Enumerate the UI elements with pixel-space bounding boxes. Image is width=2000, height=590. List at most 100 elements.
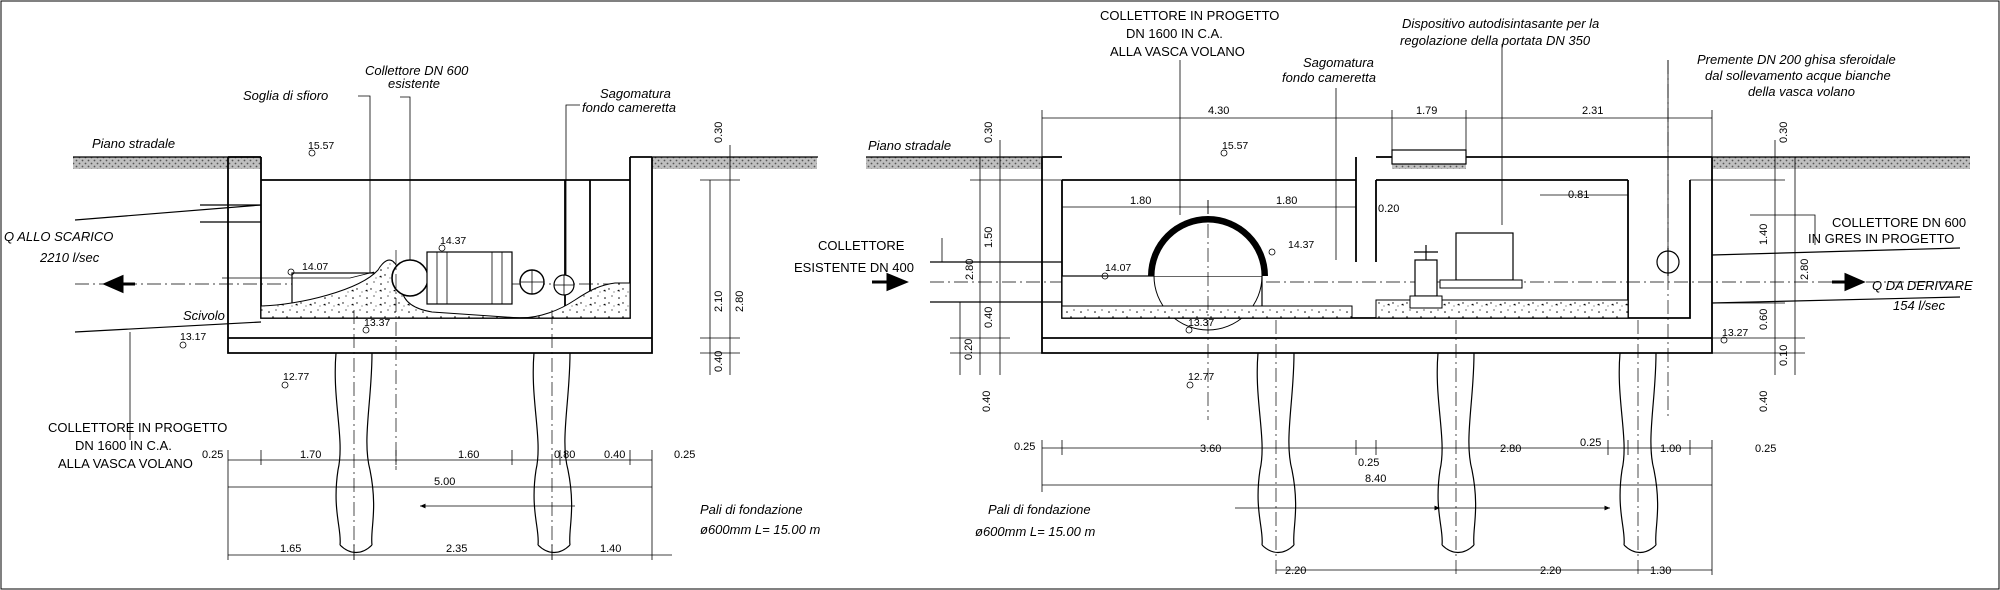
right-pali-l1: Pali di fondazione — [988, 502, 1091, 517]
left-scarico-l1: Q ALLO SCARICO — [4, 229, 113, 244]
left-road-surface-right — [652, 157, 817, 169]
right-derivare-l2: 154 l/sec — [1893, 298, 1946, 313]
right-dim-150: 1.50 — [983, 227, 995, 248]
right-dim-840: 8.40 — [1365, 473, 1386, 485]
right-dim-280: 2.80 — [964, 259, 976, 280]
right-dim-010: 0.10 — [1778, 345, 1790, 366]
left-dim-025a: 0.25 — [202, 449, 223, 461]
left-tank — [426, 251, 513, 305]
left-section: Piano stradale Soglia di sfioro Colletto… — [4, 63, 820, 560]
right-dim-130: 1.30 — [1650, 565, 1671, 577]
right-dim-220a: 2.20 — [1285, 565, 1306, 577]
left-elev-1557: 15.57 — [308, 140, 334, 152]
left-floor-concrete — [260, 259, 631, 319]
left-dim-025b: 0.25 — [674, 449, 695, 461]
left-progetto-l1: COLLETTORE IN PROGETTO — [48, 420, 227, 435]
right-elev-1337: 13.37 — [1188, 317, 1214, 329]
left-dim-210: 2.10 — [713, 291, 725, 312]
right-dim-180b: 1.80 — [1276, 195, 1297, 207]
right-outflow-arrow — [1832, 272, 1866, 292]
left-sagomatura-l1: Sagomatura — [600, 86, 671, 101]
right-progetto-l2: DN 1600 IN C.A. — [1126, 26, 1223, 41]
right-device-box — [1455, 232, 1514, 281]
right-dim-040r: 0.40 — [1758, 391, 1770, 412]
left-dim-140: 1.40 — [600, 543, 621, 555]
right-dim-231: 2.31 — [1582, 105, 1603, 117]
right-dim-030r: 0.30 — [1778, 122, 1790, 143]
left-pali-l1: Pali di fondazione — [700, 502, 803, 517]
left-dim-040b: 0.40 — [604, 449, 625, 461]
left-collettore600-l1: Collettore DN 600 — [365, 63, 469, 78]
right-dim-020: 0.20 — [1378, 203, 1399, 215]
left-progetto-l2: DN 1600 IN C.A. — [75, 438, 172, 453]
right-road-surface-right — [1712, 157, 1970, 169]
left-dim-165: 1.65 — [280, 543, 301, 555]
left-scivolo: Scivolo — [183, 308, 225, 323]
right-elev-1327: 13.27 — [1722, 327, 1748, 339]
right-floor-concrete — [1061, 305, 1353, 319]
right-derivare-l1: Q DA DERIVARE — [1872, 278, 1973, 293]
right-pali-l2: ø600mm L= 15.00 m — [975, 524, 1095, 539]
right-elev-1437: 14.37 — [1288, 239, 1314, 251]
right-dim-025b: 0.25 — [1358, 457, 1379, 469]
left-dim-170: 1.70 — [300, 449, 321, 461]
right-dim-025a: 0.25 — [1014, 441, 1035, 453]
right-dim-030: 0.30 — [983, 122, 995, 143]
right-dim-179: 1.79 — [1416, 105, 1437, 117]
right-dim-180a: 1.80 — [1130, 195, 1151, 207]
right-piano-stradale: Piano stradale — [868, 138, 951, 153]
right-premente-l1: Premente DN 200 ghisa sferoidale — [1697, 52, 1896, 67]
left-dim-280: 2.80 — [734, 291, 746, 312]
left-dim-040: 0.40 — [713, 351, 725, 372]
right-sagomatura-l1: Sagomatura — [1303, 55, 1374, 70]
right-elev-1407: 14.07 — [1105, 262, 1131, 274]
left-elev-1317: 13.17 — [180, 331, 206, 343]
left-elev-1277: 12.77 — [283, 371, 309, 383]
left-elev-1337: 13.37 — [364, 317, 390, 329]
right-gres-l2: IN GRES IN PROGETTO — [1808, 231, 1954, 246]
right-piles — [1256, 320, 1659, 575]
right-valve — [1409, 245, 1443, 309]
left-scarico-l2: 2210 l/sec — [39, 250, 100, 265]
right-dispositivo-l1: Dispositivo autodisintasante per la — [1402, 16, 1599, 31]
right-collettore400-l1: COLLETTORE — [818, 238, 905, 253]
left-dim-235: 2.35 — [446, 543, 467, 555]
left-dim-080: 0.80 — [554, 449, 575, 461]
left-flow-arrow — [102, 274, 135, 294]
left-elev-1407: 14.07 — [302, 261, 328, 273]
left-piano-stradale: Piano stradale — [92, 136, 175, 151]
left-progetto-l3: ALLA VASCA VOLANO — [58, 456, 193, 471]
right-dim-140: 1.40 — [1758, 224, 1770, 245]
right-dim-025d: 0.25 — [1755, 443, 1776, 455]
right-dim-025c: 0.25 — [1580, 437, 1601, 449]
left-dim-500: 5.00 — [434, 476, 455, 488]
left-road-surface — [73, 157, 261, 169]
right-road-surface — [866, 157, 1042, 169]
right-dim-040c: 0.40 — [981, 391, 993, 412]
right-dim-280h: 2.80 — [1500, 443, 1521, 455]
right-dim-220b: 2.20 — [1540, 565, 1561, 577]
right-section: COLLETTORE IN PROGETTO DN 1600 IN C.A. A… — [794, 8, 1973, 577]
left-sagomatura-l2: fondo cameretta — [582, 100, 676, 115]
left-dim-160: 1.60 — [458, 449, 479, 461]
left-soglia-label: Soglia di sfioro — [243, 88, 328, 103]
right-premente-l2: dal sollevamento acque bianche — [1705, 68, 1891, 83]
right-dim-040: 0.40 — [983, 307, 995, 328]
left-elev-1437: 14.37 — [440, 235, 466, 247]
right-sagomatura-l2: fondo cameretta — [1282, 70, 1376, 85]
right-dim-280r: 2.80 — [1799, 259, 1811, 280]
right-cover-frame — [1391, 149, 1467, 165]
left-dim-030: 0.30 — [713, 122, 725, 143]
right-chamber-walls — [1041, 157, 1713, 354]
left-piles — [334, 310, 573, 560]
right-dim-081: 0.81 — [1568, 189, 1589, 201]
right-gres-l1: COLLETTORE DN 600 — [1832, 215, 1966, 230]
right-dim-430: 4.30 — [1208, 105, 1229, 117]
right-elev-1557: 15.57 — [1222, 140, 1248, 152]
left-dn600-pipe — [391, 259, 429, 297]
right-elev-1277: 12.77 — [1188, 371, 1214, 383]
right-progetto-l1: COLLETTORE IN PROGETTO — [1100, 8, 1279, 23]
right-dim-100: 1.00 — [1660, 443, 1681, 455]
